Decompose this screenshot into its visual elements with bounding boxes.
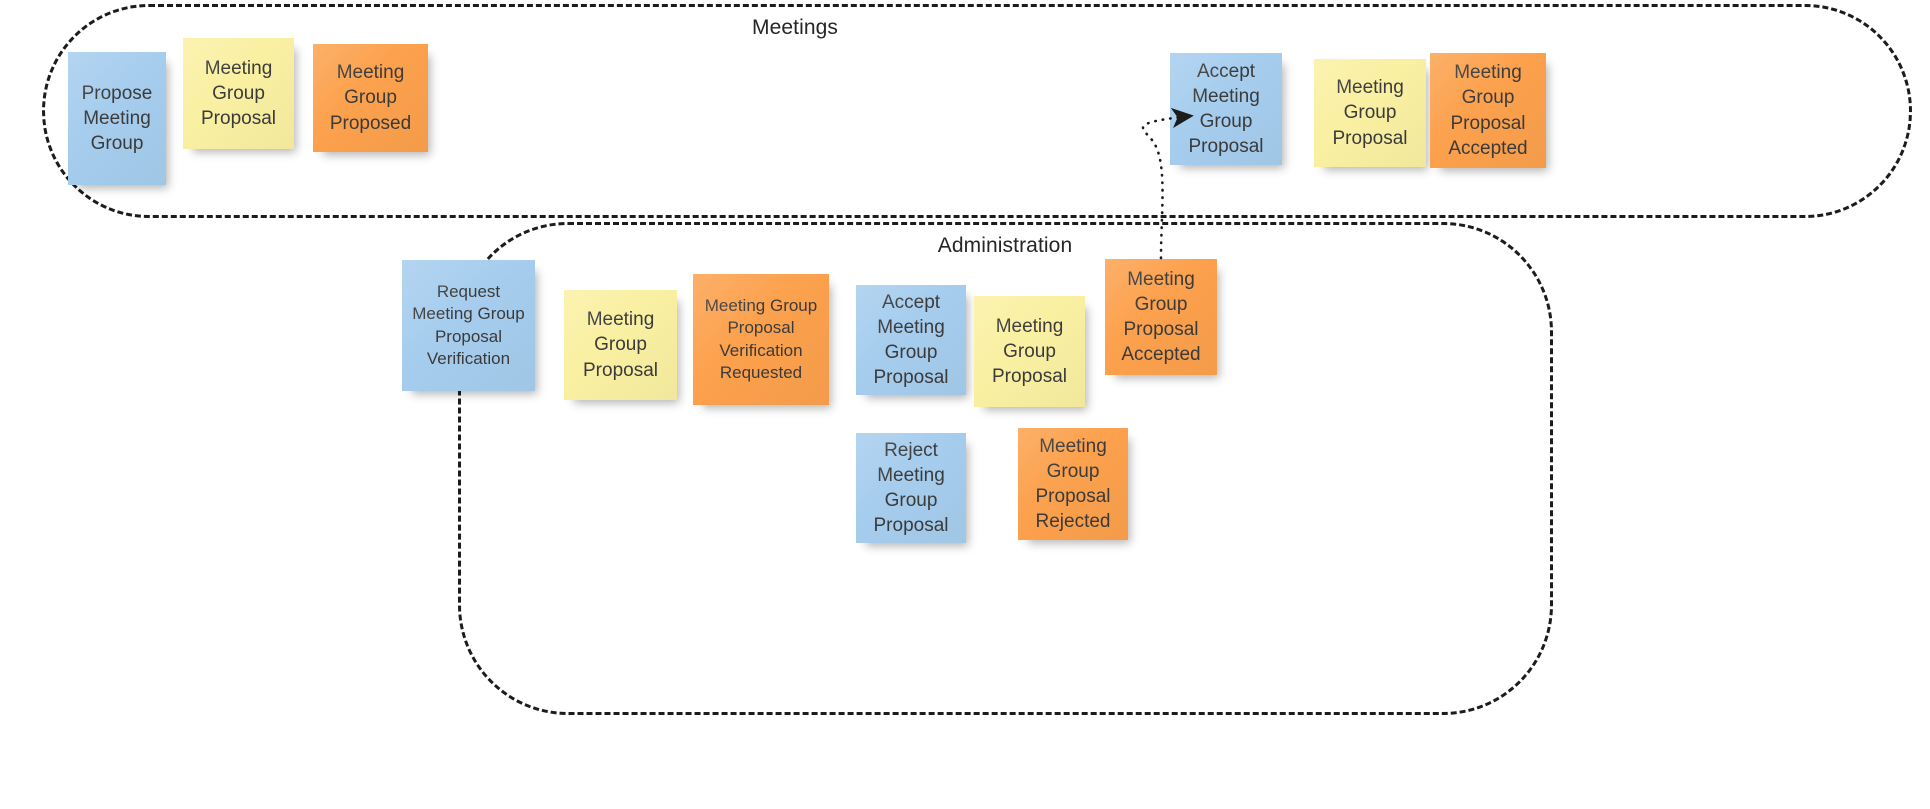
sticky-note-meeting-group-proposal-accepted-admin[interactable]: Meeting Group Proposal Accepted — [1105, 259, 1217, 375]
sticky-note-meeting-group-proposal-verification-requested[interactable]: Meeting Group Proposal Verification Requ… — [693, 274, 829, 405]
sticky-note-label: Meeting Group Proposal Verification Requ… — [704, 295, 818, 382]
sticky-note-meeting-group-proposal-aggregate-2[interactable]: Meeting Group Proposal — [1314, 59, 1426, 167]
sticky-note-label: Accept Meeting Group Proposal — [1188, 60, 1264, 158]
sticky-note-label: Meeting Group Proposal Accepted — [1121, 268, 1201, 366]
sticky-note-label: Meeting Group Proposal — [583, 309, 658, 381]
sticky-note-label: Meeting Group Proposal — [1332, 77, 1408, 149]
sticky-note-meeting-group-proposal-rejected[interactable]: Meeting Group Proposal Rejected — [1018, 428, 1128, 540]
sticky-note-label: Meeting Group Proposal — [992, 315, 1067, 388]
sticky-note-reject-meeting-group-proposal[interactable]: Reject Meeting Group Proposal — [856, 433, 966, 543]
sticky-note-accept-meeting-group-proposal-meetings[interactable]: Accept Meeting Group Proposal — [1170, 53, 1282, 165]
sticky-note-meeting-group-proposal-accepted-meetings[interactable]: Meeting Group Proposal Accepted — [1430, 53, 1546, 168]
sticky-note-label: Propose Meeting Group — [81, 82, 153, 155]
bounded-context-administration[interactable] — [458, 222, 1553, 715]
sticky-note-meeting-group-proposed[interactable]: Meeting Group Proposed — [313, 44, 428, 152]
sticky-note-label: Meeting Group Proposal Accepted — [1448, 62, 1528, 159]
sticky-note-label: Meeting Group Proposal — [201, 57, 276, 130]
sticky-note-propose-meeting-group[interactable]: Propose Meeting Group — [68, 52, 166, 185]
bounded-context-meetings[interactable] — [42, 4, 1912, 218]
sticky-note-label: Accept Meeting Group Proposal — [873, 291, 949, 389]
sticky-note-meeting-group-proposal-aggregate-1[interactable]: Meeting Group Proposal — [183, 38, 294, 149]
sticky-note-label: Request Meeting Group Proposal Verificat… — [412, 281, 525, 368]
sticky-note-label: Reject Meeting Group Proposal — [873, 439, 949, 537]
sticky-note-meeting-group-proposal-aggregate-4[interactable]: Meeting Group Proposal — [974, 296, 1085, 407]
sticky-note-meeting-group-proposal-aggregate-3[interactable]: Meeting Group Proposal — [564, 290, 677, 400]
bounded-context-title-administration: Administration — [937, 234, 1073, 257]
sticky-note-accept-meeting-group-proposal-admin[interactable]: Accept Meeting Group Proposal — [856, 285, 966, 395]
sticky-note-request-meeting-group-proposal-verification[interactable]: Request Meeting Group Proposal Verificat… — [402, 260, 535, 391]
bounded-context-title-meetings: Meetings — [751, 16, 839, 39]
sticky-note-label: Meeting Group Proposed — [329, 62, 412, 134]
sticky-note-label: Meeting Group Proposal Rejected — [1035, 435, 1111, 533]
